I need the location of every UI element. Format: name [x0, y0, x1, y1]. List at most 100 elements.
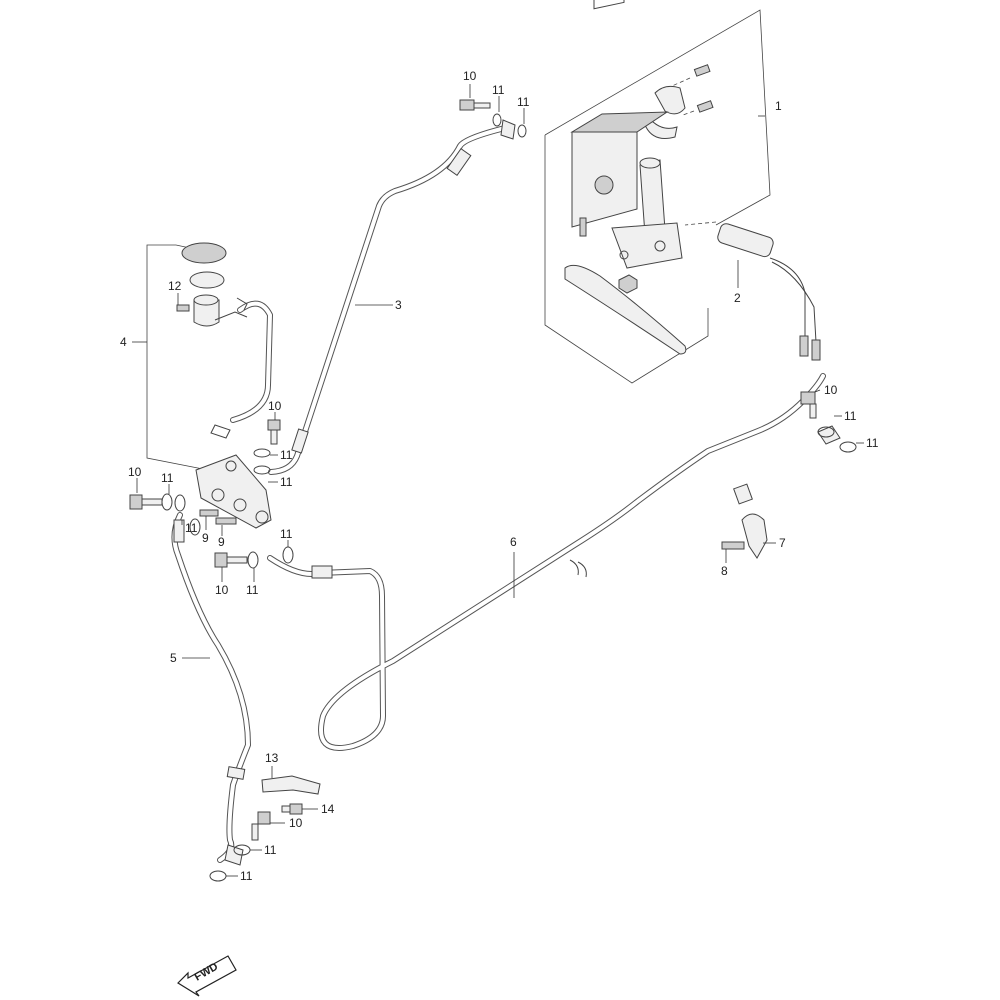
callout-11f: 11 [185, 521, 198, 535]
brake-hose-3-inner [269, 126, 507, 474]
pivot-nut [618, 274, 638, 294]
hose-3-banjo [500, 119, 516, 140]
callout-10e: 10 [824, 383, 838, 397]
reservoir-label-plate [593, 0, 625, 10]
washer-right-a [817, 426, 835, 438]
block-port-a [211, 488, 225, 502]
reservoir-cap [181, 242, 227, 264]
banjo-bolts [129, 99, 817, 841]
callout-11d: 11 [280, 475, 293, 489]
distribution-block [195, 454, 272, 529]
callout-10b: 10 [268, 399, 282, 413]
banjo-bolt-left-head [129, 494, 143, 510]
banjo-bolt-left-shank [141, 498, 163, 506]
banjo-bolt-block-top-head [267, 419, 281, 431]
banjo-bolt-bottom-shank [251, 823, 259, 841]
switch-hole [654, 240, 666, 252]
brake-lever [564, 264, 687, 355]
assembly-4-frame [146, 244, 209, 471]
washer-left-a [161, 493, 173, 511]
assembly-1-dashed-guide [684, 221, 717, 226]
block-bolt-b [215, 517, 237, 525]
callout-12: 12 [168, 279, 182, 293]
washer-top-b [517, 124, 527, 138]
brake-hose-5-inner [172, 513, 250, 862]
hose-6-break-mark [569, 559, 587, 578]
washer-lower-a [247, 551, 259, 569]
callout-14: 14 [321, 802, 335, 816]
rear-reservoir-top [193, 294, 219, 306]
clamp-bolt-lower [696, 100, 714, 113]
hose-5-sleeve-top [173, 519, 185, 543]
switch-terminal-a [799, 335, 809, 357]
clamp-bolt-upper [693, 64, 711, 77]
bolt-guide-upper [671, 77, 691, 87]
washer-lower-b [282, 546, 294, 564]
banjo-bolt-top [459, 99, 491, 111]
callout-4: 4 [120, 335, 127, 349]
washer-block-b [253, 465, 271, 475]
banjo-bolt-right-shank [809, 403, 817, 419]
assembly-1-frame-bottom [544, 135, 709, 384]
brake-hose-6-inner [268, 374, 825, 750]
leader-lines [132, 84, 864, 877]
callout-2: 2 [734, 291, 741, 305]
hose-6-grommet [733, 483, 753, 505]
callout-11e: 11 [161, 471, 174, 485]
callout-1: 1 [775, 99, 782, 113]
reservoir-outlet [214, 311, 248, 321]
callout-11h: 11 [280, 527, 293, 541]
hose-3-sleeve-top [446, 148, 472, 176]
block-port-c [255, 510, 269, 524]
banjo-bolt-block-top [267, 419, 281, 445]
callout-labels: 1 2 3 4 5 6 7 8 9 9 10 10 10 10 10 10 11… [120, 69, 879, 883]
callout-9b: 9 [218, 535, 225, 549]
hose-clip-bottom [210, 424, 231, 439]
callout-3: 3 [395, 298, 402, 312]
banjo-bolt-block-top-shank [270, 429, 278, 445]
bracket-bolt [721, 541, 745, 550]
assembly-1-frame-top [544, 9, 771, 226]
distribution-block-body [195, 454, 272, 529]
callout-10a: 10 [463, 69, 477, 83]
banjo-bolt-right-head [800, 391, 816, 405]
callout-11i: 11 [844, 409, 857, 423]
washer-right-b [839, 441, 857, 453]
banjo-bolt-right [800, 391, 817, 419]
block-port-top [225, 460, 237, 472]
banjo-bolt-lower-head [214, 552, 228, 568]
rear-reservoir-assembly [146, 242, 273, 471]
reservoir-diaphragm [189, 271, 225, 289]
switch-wire-a [769, 257, 806, 338]
reservoir-sight-glass [594, 175, 614, 195]
callout-13: 13 [265, 751, 279, 765]
master-cylinder-assembly [544, 0, 771, 384]
reservoir-hose-inner [231, 301, 272, 422]
callout-10d: 10 [215, 583, 229, 597]
washer-bottom-b [209, 870, 227, 882]
reservoir-lid [570, 111, 669, 133]
fwd-direction-arrow: FWD [177, 955, 237, 997]
hose-6-banjo [817, 425, 841, 445]
callout-11g: 11 [246, 583, 259, 597]
block-port-b [233, 498, 247, 512]
brake-switch [717, 223, 821, 361]
brake-switch-body [717, 223, 774, 258]
hose-5-banjo [224, 844, 244, 866]
master-cylinder-top [639, 157, 661, 169]
banjo-bolt-lower [214, 552, 248, 568]
clip-bolt-shank [281, 805, 291, 813]
banjo-bolt-top-head [459, 99, 475, 111]
clip-bolt-head [289, 803, 303, 815]
reservoir-mount-bolt [176, 304, 190, 312]
callout-11a: 11 [492, 83, 505, 97]
switch-wire-b [771, 261, 817, 343]
callout-6: 6 [510, 535, 517, 549]
hose-3-sleeve-bottom [291, 428, 309, 454]
callout-9a: 9 [202, 531, 209, 545]
callout-11j: 11 [866, 436, 879, 450]
callout-8: 8 [721, 564, 728, 578]
lever-bracket [611, 222, 683, 269]
